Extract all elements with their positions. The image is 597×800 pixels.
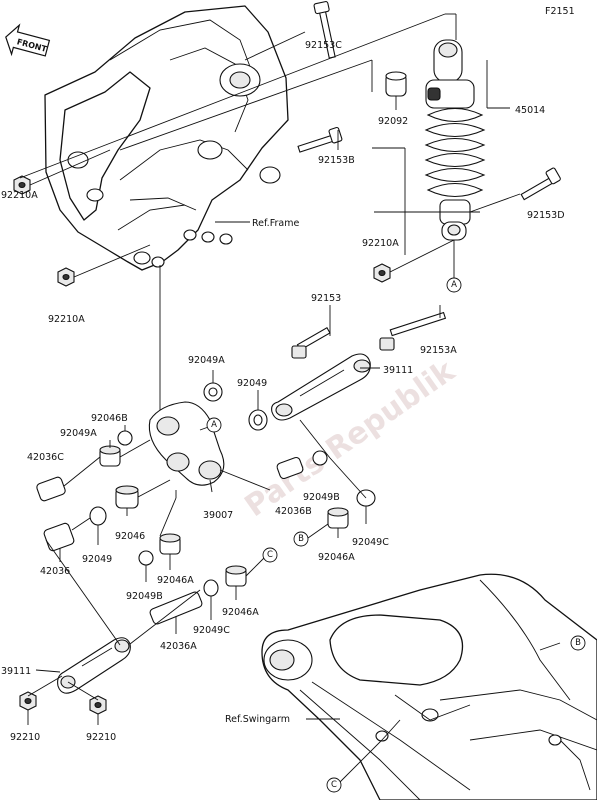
part-label-92210a-left-bottom: 92210A	[48, 314, 85, 325]
collar-42036c	[36, 476, 66, 502]
part-label-92153b: 92153B	[318, 155, 355, 166]
part-label-92210-right: 92210	[86, 732, 116, 743]
part-label-39007: 39007	[203, 510, 233, 521]
shock-absorber	[424, 39, 486, 241]
svg-text:A: A	[451, 280, 457, 290]
callout-c-1: C	[262, 547, 278, 563]
callout-b-2: B	[570, 635, 586, 651]
part-label-42036: 42036	[40, 566, 70, 577]
figure-code: F2151	[545, 6, 575, 17]
bushing-92046b	[99, 445, 121, 467]
part-label-92092: 92092	[378, 116, 408, 127]
part-label-92049-upper: 92049	[237, 378, 267, 389]
part-label-92049b-right: 92049B	[303, 492, 340, 503]
part-label-92210a-left-top: 92210A	[1, 190, 38, 201]
nut-92210-2	[89, 695, 107, 715]
tie-rod-39111-lower	[57, 637, 131, 694]
svg-text:B: B	[298, 534, 304, 544]
rocker-arm-39007	[148, 401, 225, 486]
washer-92049b-right	[312, 450, 328, 466]
bolt-92153d	[520, 167, 561, 201]
bolt-92153b	[297, 126, 343, 153]
washer-92049b-middle	[138, 550, 154, 566]
part-label-92049a-left: 92049A	[60, 428, 97, 439]
bushing-92046	[115, 485, 139, 509]
part-label-42036c: 42036C	[27, 452, 64, 463]
washer-92049a-upper	[203, 382, 223, 402]
leader-lines	[19, 13, 561, 783]
bushing-92046a-right	[327, 507, 349, 529]
ref-frame-label: Ref.Frame	[252, 218, 299, 229]
nut-92210a-1	[13, 175, 31, 195]
bolt-92153	[291, 326, 331, 359]
callout-a-2: A	[206, 417, 222, 433]
bushing-92046a-lower	[225, 565, 247, 587]
nut-92210a-3	[373, 263, 391, 283]
collar-42036b	[276, 456, 304, 480]
part-label-92049c-lower: 92049C	[193, 625, 230, 636]
frame-drawing	[44, 5, 289, 271]
washer-92049c-lower	[203, 579, 219, 597]
part-label-92049a-upper: 92049A	[188, 355, 225, 366]
part-label-92153c: 92153C	[305, 40, 342, 51]
collar-42036	[43, 522, 75, 552]
part-label-92049c-right: 92049C	[352, 537, 389, 548]
tie-rod-39111-upper	[271, 353, 371, 421]
washer-92049-upper	[248, 409, 268, 431]
swingarm-drawing	[261, 573, 597, 800]
part-label-92153a: 92153A	[420, 345, 457, 356]
bolt-92153a	[379, 311, 447, 351]
part-label-92046: 92046	[115, 531, 145, 542]
callout-c-2: C	[326, 777, 342, 793]
svg-text:C: C	[267, 550, 273, 560]
bushing-92092	[385, 71, 407, 97]
part-label-92046a-right: 92046A	[318, 552, 355, 563]
part-label-45014: 45014	[515, 105, 545, 116]
washer-92049a-left	[117, 430, 133, 446]
part-label-92046a-lower: 92046A	[222, 607, 259, 618]
part-label-42036a: 42036A	[160, 641, 197, 652]
front-arrow-icon: FRONT	[5, 23, 51, 57]
svg-text:B: B	[575, 638, 581, 648]
part-label-39111-lower: 39111	[1, 666, 31, 677]
part-label-92153d: 92153D	[527, 210, 565, 221]
part-label-42036b: 42036B	[275, 506, 312, 517]
callout-a-1: A	[446, 277, 462, 293]
washer-92049-left	[89, 506, 107, 526]
part-label-92049b-middle: 92049B	[126, 591, 163, 602]
svg-text:A: A	[211, 420, 217, 430]
part-label-92210-left: 92210	[10, 732, 40, 743]
part-label-39111-upper: 39111	[383, 365, 413, 376]
part-label-92046b: 92046B	[91, 413, 128, 424]
part-label-92210a-right: 92210A	[362, 238, 399, 249]
nut-92210-1	[19, 691, 37, 711]
part-label-92049-left: 92049	[82, 554, 112, 565]
ref-swingarm-label: Ref.Swingarm	[225, 714, 290, 725]
callout-b-1: B	[293, 531, 309, 547]
nut-92210a-2	[57, 267, 75, 287]
part-label-92153: 92153	[311, 293, 341, 304]
bushing-92046a-middle	[159, 533, 181, 555]
part-label-92046a-middle: 92046A	[157, 575, 194, 586]
svg-text:C: C	[331, 780, 337, 790]
